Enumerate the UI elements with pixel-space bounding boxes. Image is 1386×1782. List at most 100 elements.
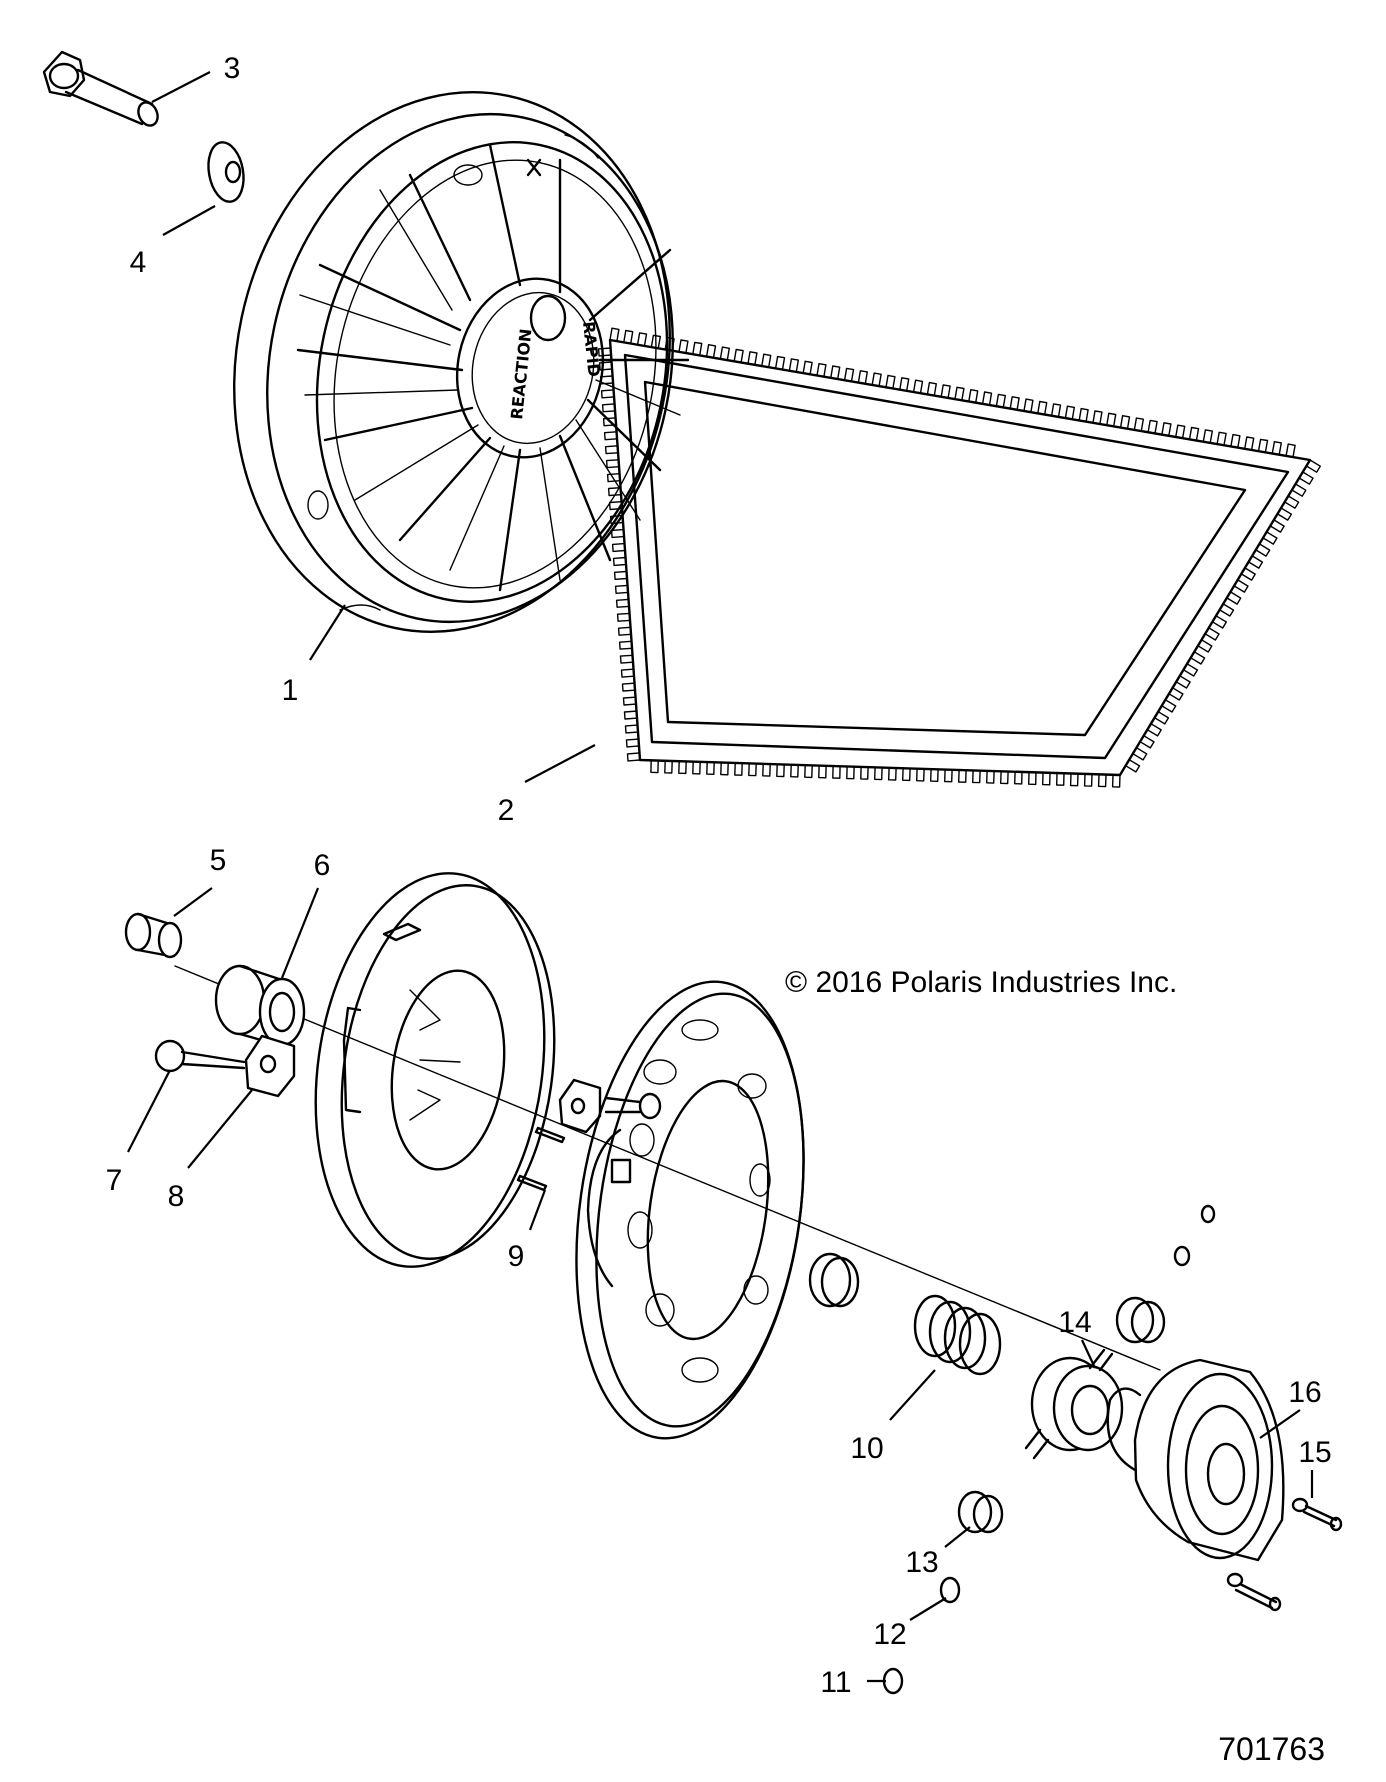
callout-15: 15 <box>1298 1436 1331 1469</box>
belt-tooth <box>871 372 882 387</box>
belt-tooth <box>888 767 897 781</box>
belt-tooth <box>1014 771 1023 785</box>
callout-1: 1 <box>282 674 299 707</box>
belt-tooth <box>626 752 641 762</box>
upper-roller <box>1115 1204 1216 1344</box>
belt-tooth <box>1305 459 1321 473</box>
belt-tooth <box>601 403 616 413</box>
callout-16: 16 <box>1288 1376 1321 1409</box>
small-key-part <box>382 922 422 942</box>
movable-sheave <box>314 872 556 1268</box>
belt-tooth <box>968 389 979 404</box>
belt-tooth <box>621 682 636 692</box>
belt-tooth <box>972 769 981 784</box>
belt-tooth <box>944 768 953 783</box>
roller-carrier <box>1024 1348 1124 1460</box>
belt-tooth <box>1111 774 1121 788</box>
belt-tooth <box>650 334 661 349</box>
belt-tooth <box>705 344 717 359</box>
belt-tooth <box>616 612 631 622</box>
belt-tooth <box>830 365 841 380</box>
callout-10: 10 <box>850 1432 883 1465</box>
belt-tooth <box>1097 773 1107 788</box>
belt-tooth <box>1133 417 1144 432</box>
e-clip <box>882 1667 904 1695</box>
cover-screws <box>1226 1497 1343 1612</box>
drive-belt <box>597 327 1321 788</box>
belt-tooth <box>857 370 868 385</box>
belt-tooth <box>1000 770 1009 785</box>
callout-9: 9 <box>508 1240 525 1273</box>
belt-tooth <box>1230 433 1241 449</box>
belt-tooth <box>940 384 951 399</box>
belt-tooth <box>664 760 673 774</box>
belt-tooth <box>790 764 799 778</box>
belt-tooth <box>619 654 634 664</box>
belt-tooth <box>816 363 827 378</box>
callout-6: 6 <box>314 849 331 882</box>
callout-12: 12 <box>873 1618 906 1651</box>
belt-tooth <box>614 584 629 594</box>
belt-tooth <box>606 473 621 483</box>
slider-block-right <box>558 1078 662 1134</box>
belt-tooth <box>747 351 758 366</box>
belt-tooth <box>636 332 648 347</box>
spring-seat <box>808 1252 860 1308</box>
belt-tooth <box>1175 675 1191 689</box>
belt-tooth <box>1271 441 1282 456</box>
bushing <box>124 912 183 959</box>
belt-tooth <box>617 626 632 636</box>
callout-13: 13 <box>905 1546 938 1579</box>
belt-tooth <box>1147 419 1158 435</box>
leader-lines <box>127 71 1314 1683</box>
belt-tooth <box>1106 412 1117 427</box>
belt-tooth <box>1182 663 1199 677</box>
belt-teeth <box>597 327 1321 788</box>
belt-tooth <box>995 393 1006 409</box>
belt-tooth <box>1285 443 1296 458</box>
belt-tooth <box>1216 431 1227 446</box>
small-washer <box>939 1576 961 1604</box>
belt-tooth <box>622 696 637 706</box>
belt-tooth <box>615 598 630 608</box>
belt-tooth <box>1255 543 1271 557</box>
belt-tooth <box>761 353 772 368</box>
belt-tooth <box>600 389 615 399</box>
belt-tooth <box>788 358 799 373</box>
belt-tooth <box>846 765 855 780</box>
callout-11: 11 <box>820 1666 851 1699</box>
callout-14: 14 <box>1058 1306 1091 1339</box>
belt-tooth <box>832 765 841 779</box>
belt-tooth <box>1146 723 1162 737</box>
belt-tooth <box>1218 603 1235 617</box>
belt-tooth <box>613 570 628 580</box>
belt-tooth <box>1168 687 1184 701</box>
belt-tooth <box>603 431 618 441</box>
belt-tooth <box>598 361 613 371</box>
belt-tooth <box>620 668 635 678</box>
belt-tooth <box>1092 410 1103 425</box>
belt-tooth <box>597 347 612 357</box>
belt-tooth <box>1124 759 1141 773</box>
callout-8: 8 <box>168 1180 185 1213</box>
belt-tooth <box>1188 426 1200 442</box>
callout-7: 7 <box>106 1164 123 1197</box>
belt-tooth <box>916 768 925 782</box>
belt-tooth <box>678 760 687 775</box>
belt-tooth <box>1175 424 1186 439</box>
belt-tooth <box>678 339 689 354</box>
belt-tooth <box>1276 507 1293 521</box>
belt-tooth <box>618 640 633 650</box>
belt-tooth <box>1233 579 1249 593</box>
bearing <box>214 964 306 1048</box>
emboss-reaction: REACTION <box>507 328 535 421</box>
belt-tooth <box>706 761 715 775</box>
belt-tooth <box>1009 396 1020 411</box>
belt-tooth <box>776 763 785 778</box>
belt-tooth <box>1262 531 1278 545</box>
belt-tooth <box>1083 773 1093 787</box>
belt-tooth <box>899 377 910 392</box>
belt-tooth <box>720 761 729 776</box>
slider-block <box>244 1034 296 1098</box>
